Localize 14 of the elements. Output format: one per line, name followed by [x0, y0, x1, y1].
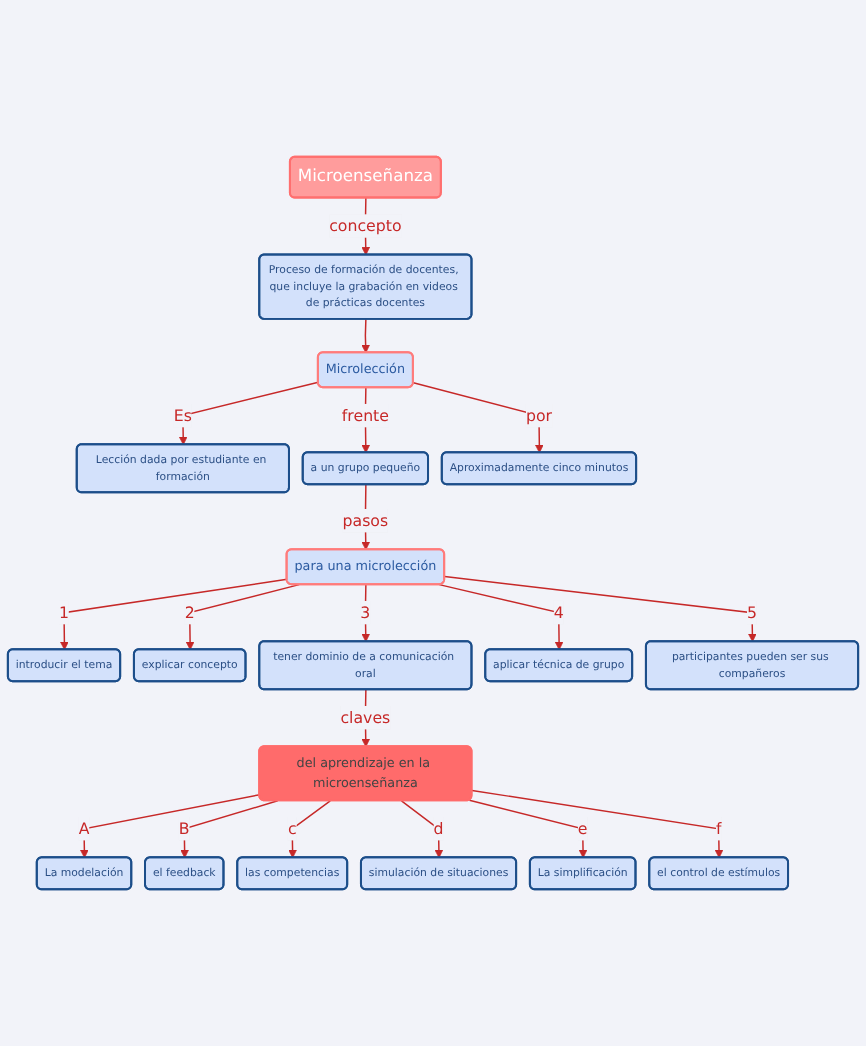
arrow: [361, 318, 370, 354]
arrow: [180, 800, 279, 859]
arrow: [443, 575, 757, 643]
arrow: [400, 800, 444, 859]
arrow: [468, 799, 588, 859]
arrow: [438, 583, 564, 651]
arrow: [80, 794, 261, 859]
arrow: [288, 800, 331, 859]
arrow: [185, 583, 300, 651]
arrow: [361, 483, 371, 551]
arrow: [178, 381, 320, 446]
arrow: [60, 578, 288, 651]
arrow: [471, 789, 724, 859]
arrow: [412, 382, 544, 454]
